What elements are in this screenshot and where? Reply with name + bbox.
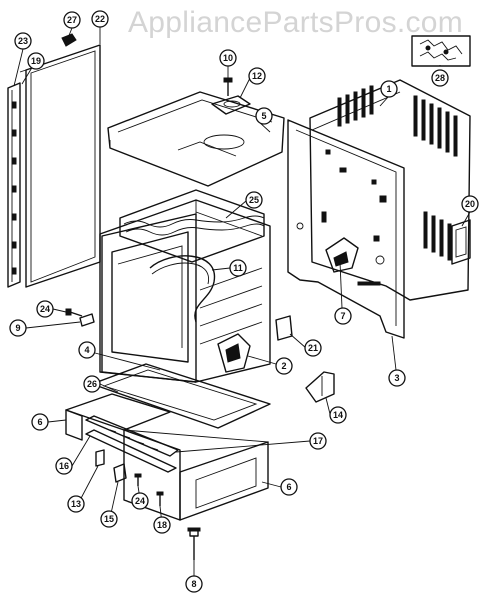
callout-17-label: 17: [313, 436, 323, 446]
callout-18-label: 18: [157, 520, 167, 530]
callout-15-label: 15: [104, 514, 114, 524]
watermark: AppliancePartsPros.com: [128, 6, 464, 39]
callout-6-right: 6: [280, 478, 298, 496]
callout-28-label: 28: [435, 73, 445, 83]
callout-12: 12: [248, 67, 266, 85]
callout-1: 1: [380, 80, 398, 98]
callout-7: 7: [334, 307, 352, 325]
callout-3-label: 3: [394, 373, 399, 383]
callout-23-label: 23: [18, 36, 28, 46]
callout-12-label: 12: [252, 71, 262, 81]
part-screw-lower: [134, 473, 164, 506]
callout-8-label: 8: [191, 579, 196, 589]
callout-20: 20: [461, 195, 479, 213]
callout-22: 22: [91, 10, 109, 28]
callout-27: 27: [63, 11, 81, 29]
part-bracket-kit: [411, 35, 471, 67]
callout-25: 25: [245, 191, 263, 209]
callout-21: 21: [304, 339, 322, 357]
callout-16-label: 16: [59, 461, 69, 471]
part-hinge-receiver: [217, 333, 251, 373]
callout-10: 10: [219, 49, 237, 67]
callout-16: 16: [55, 457, 73, 475]
part-trim-strip: [7, 82, 21, 288]
part-deflector: [211, 95, 251, 115]
callout-5-label: 5: [261, 111, 266, 121]
callout-24-upper: 24: [36, 300, 54, 318]
callout-14-label: 14: [333, 410, 343, 420]
callout-21-label: 21: [308, 343, 318, 353]
callout-1-label: 1: [386, 84, 391, 94]
callout-13: 13: [67, 495, 85, 513]
callout-20-label: 20: [465, 199, 475, 209]
callout-15: 15: [100, 510, 118, 528]
part-base-clip: [113, 463, 127, 483]
part-top-cover: [107, 91, 285, 187]
part-side-panel: [19, 44, 101, 288]
part-small-bracket: [275, 315, 293, 341]
part-base-frame: [65, 393, 269, 521]
part-front-rail: [85, 415, 179, 473]
part-bottom-panel: [91, 363, 271, 429]
callout-24-lower: 24: [131, 492, 149, 510]
callout-8: 8: [185, 575, 203, 593]
part-rear-bracket: [325, 237, 359, 273]
callout-9-label: 9: [15, 323, 20, 333]
callout-10-label: 10: [223, 53, 233, 63]
callout-25-label: 25: [249, 195, 259, 205]
part-hinge-bracket: [305, 371, 335, 403]
part-vent-cover: [451, 219, 471, 265]
leader-lines: [13, 27, 471, 576]
callout-4-label: 4: [84, 345, 89, 355]
callout-4: 4: [78, 341, 96, 359]
callout-24-upper-label: 24: [40, 304, 50, 314]
part-back-panel: [309, 79, 471, 301]
part-oven-front-frame: [101, 213, 197, 383]
callout-6-right-label: 6: [286, 482, 291, 492]
callout-23: 23: [14, 32, 32, 50]
callout-24-lower-label: 24: [135, 496, 145, 506]
callout-18: 18: [153, 516, 171, 534]
callout-11: 11: [229, 259, 247, 277]
part-base-bracket: [95, 449, 105, 467]
callout-28: 28: [431, 69, 449, 87]
callout-11-label: 11: [233, 263, 243, 273]
callout-27-label: 27: [67, 15, 77, 25]
callout-9: 9: [9, 319, 27, 337]
callout-19-label: 19: [31, 56, 41, 66]
callout-22-label: 22: [95, 14, 105, 24]
callout-2: 2: [275, 357, 293, 375]
callout-6-left-label: 6: [37, 417, 42, 427]
callout-26: 26: [83, 375, 101, 393]
callout-14: 14: [329, 406, 347, 424]
callout-2-label: 2: [281, 361, 286, 371]
callout-7-label: 7: [340, 311, 345, 321]
callout-3: 3: [388, 369, 406, 387]
callout-19: 19: [27, 52, 45, 70]
part-screw-top: [223, 77, 233, 96]
callout-5: 5: [255, 107, 273, 125]
callout-17: 17: [309, 432, 327, 450]
part-leveling-leg: [187, 527, 201, 560]
callout-13-label: 13: [71, 499, 81, 509]
callout-6-left: 6: [31, 413, 49, 431]
part-rear-panel: [287, 119, 405, 339]
part-wiring-harness: [149, 255, 216, 323]
callout-26-label: 26: [87, 379, 97, 389]
part-oven-cavity: [99, 199, 271, 383]
